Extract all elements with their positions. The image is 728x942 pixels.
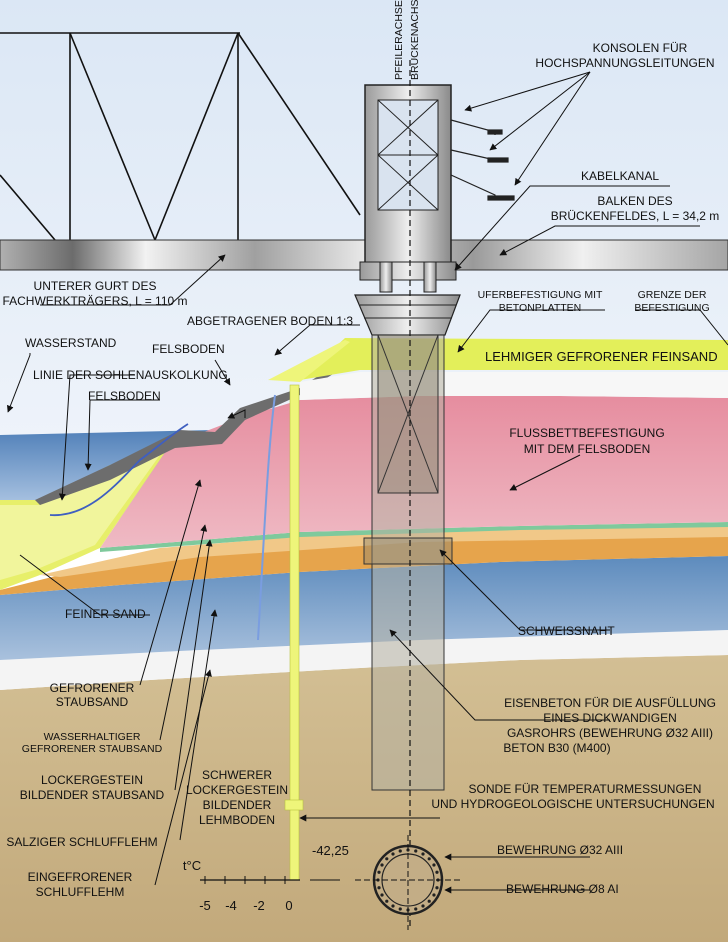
temperature-tick-1: -4: [225, 898, 237, 913]
rebar-dot: [435, 886, 439, 890]
label-felsboden-lower: FELSBODEN: [88, 389, 161, 403]
label-gefrorener-2: STAUBSAND: [56, 695, 129, 709]
label-schwerer-3: BILDENDER: [203, 798, 272, 812]
temperature-unit: t°C: [183, 858, 201, 873]
label-abgetragen: ABGETRAGENER BODEN 1:3: [187, 314, 353, 328]
label-eisenbeton-3: GASROHRS (BEWEHRUNG Ø32 AIII): [507, 726, 713, 740]
rebar-dot: [391, 904, 395, 908]
sand-layer-orange: [0, 535, 728, 595]
rebar-dot: [421, 904, 425, 908]
label-locker-1: LOCKERGESTEIN: [41, 773, 143, 787]
label-wasserhaltig-1: WASSERHALTIGER: [44, 731, 141, 743]
rebar-dot: [398, 907, 402, 911]
white-band: [0, 630, 728, 690]
bridge-axis-label: BRÜCKENACHSE: [409, 0, 421, 80]
label-sohlen: LINIE DER SOHLENAUSKOLKUNG: [33, 368, 228, 382]
label-balken-2: BRÜCKENFELDES, L = 34,2 m: [551, 209, 720, 223]
label-lehmiger: LEHMIGER GEFRORENER FEINSAND: [485, 349, 718, 364]
leader-lines: [7, 71, 728, 894]
label-grenze-1: GRENZE DER: [638, 289, 707, 301]
rebar-dot: [380, 893, 384, 897]
label-schweissnaht: SCHWEISSNAHT: [518, 624, 615, 638]
consoles: [450, 119, 515, 201]
label-felsboden-upper: FELSBODEN: [152, 342, 225, 356]
label-gefrorener-1: GEFRORENER: [50, 681, 135, 695]
label-ufer-1: UFERBEFESTIGUNG MIT: [478, 289, 603, 301]
label-wasserstand: WASSERSTAND: [25, 336, 117, 350]
truss-girder: [0, 32, 361, 241]
label-flussbett-1: FLUSSBETTBEFESTIGUNG: [509, 426, 664, 440]
label-eisenbeton-4: BETON B30 (M400): [503, 741, 610, 755]
label-kabelkanal: KABELKANAL: [581, 169, 659, 183]
label-bew32: BEWEHRUNG Ø32 AIII: [497, 843, 623, 857]
label-sonde-2: UND HYDROGEOLOGISCHE UNTERSUCHUNGEN: [431, 797, 714, 811]
label-locker-2: BILDENDER STAUBSAND: [20, 788, 165, 802]
label-sonde-1: SONDE FÜR TEMPERATURMESSUNGEN: [469, 782, 702, 796]
label-bew8: BEWEHRUNG Ø8 AI: [506, 882, 619, 896]
temperature-axis: [200, 876, 340, 884]
rebar-dot: [391, 852, 395, 856]
rebar-dot: [427, 857, 431, 861]
rebar-dot: [398, 849, 402, 853]
label-balken-1: BALKEN DES: [597, 194, 672, 208]
label-depth: -42,25: [312, 843, 349, 858]
white-gap-right: [300, 372, 728, 400]
label-schwerer-1: SCHWERER: [202, 768, 272, 782]
rebar-dot: [421, 852, 425, 856]
rebar-dot: [427, 899, 431, 903]
water-level-line: [257, 394, 276, 641]
rebar-dot: [385, 857, 389, 861]
rebar-dot: [414, 907, 418, 911]
label-konsolen-1: KONSOLEN FÜR: [593, 41, 688, 55]
rebar-dot: [414, 849, 418, 853]
rebar-dot: [432, 893, 436, 897]
label-salziger: SALZIGER SCHLUFFLEHM: [6, 835, 157, 849]
label-ufer-2: BETONPLATTEN: [499, 302, 581, 314]
pier-frame: [354, 84, 461, 336]
label-eingefroren-1: EINGEFRORENER: [28, 870, 133, 884]
rebar-dot: [435, 870, 439, 874]
label-eisenbeton-2: EINES DICKWANDIGEN: [543, 711, 677, 725]
label-flussbett-2: MIT DEM FELSBODEN: [524, 442, 650, 456]
label-gurt-2: FACHWERKTRÄGERS, L = 110 m: [2, 294, 187, 308]
sand-layer-light: [40, 525, 728, 577]
label-gurt-1: UNTERER GURT DES: [34, 279, 157, 293]
pile-foundation: [363, 334, 453, 791]
rebar-dot: [385, 899, 389, 903]
label-feiner-sand: FEINER SAND: [65, 607, 146, 621]
label-grenze-2: BEFESTIGUNG: [634, 302, 709, 314]
ground-layer: [0, 655, 728, 942]
clay-layer-left-light: [0, 455, 160, 580]
temperature-tick-0: -5: [199, 898, 211, 913]
temperature-tick-3: 0: [285, 898, 292, 913]
label-schwerer-2: LOCKERGESTEIN: [186, 783, 288, 797]
label-eingefroren-2: SCHLUFFLEHM: [36, 885, 125, 899]
rock-shoulder: [35, 355, 355, 505]
rebar-dot: [432, 863, 436, 867]
green-seam: [100, 522, 728, 552]
temperature-tick-2: -2: [253, 898, 265, 913]
rebar-cross-section: [355, 835, 462, 930]
scour-line: [49, 423, 189, 516]
label-konsolen-2: HOCHSPANNUNGSLEITUNGEN: [535, 56, 714, 70]
rebar-dot: [377, 870, 381, 874]
rebar-dot: [377, 886, 381, 890]
rebar-dot: [380, 863, 384, 867]
label-wasserhaltig-2: GEFRORENER STAUBSAND: [22, 743, 163, 755]
label-schwerer-4: LEHMBODEN: [199, 813, 275, 827]
pier-axis-label: PFEILERACHSE: [393, 0, 405, 80]
label-eisenbeton-1: EISENBETON FÜR DIE AUSFÜLLUNG: [504, 696, 716, 710]
